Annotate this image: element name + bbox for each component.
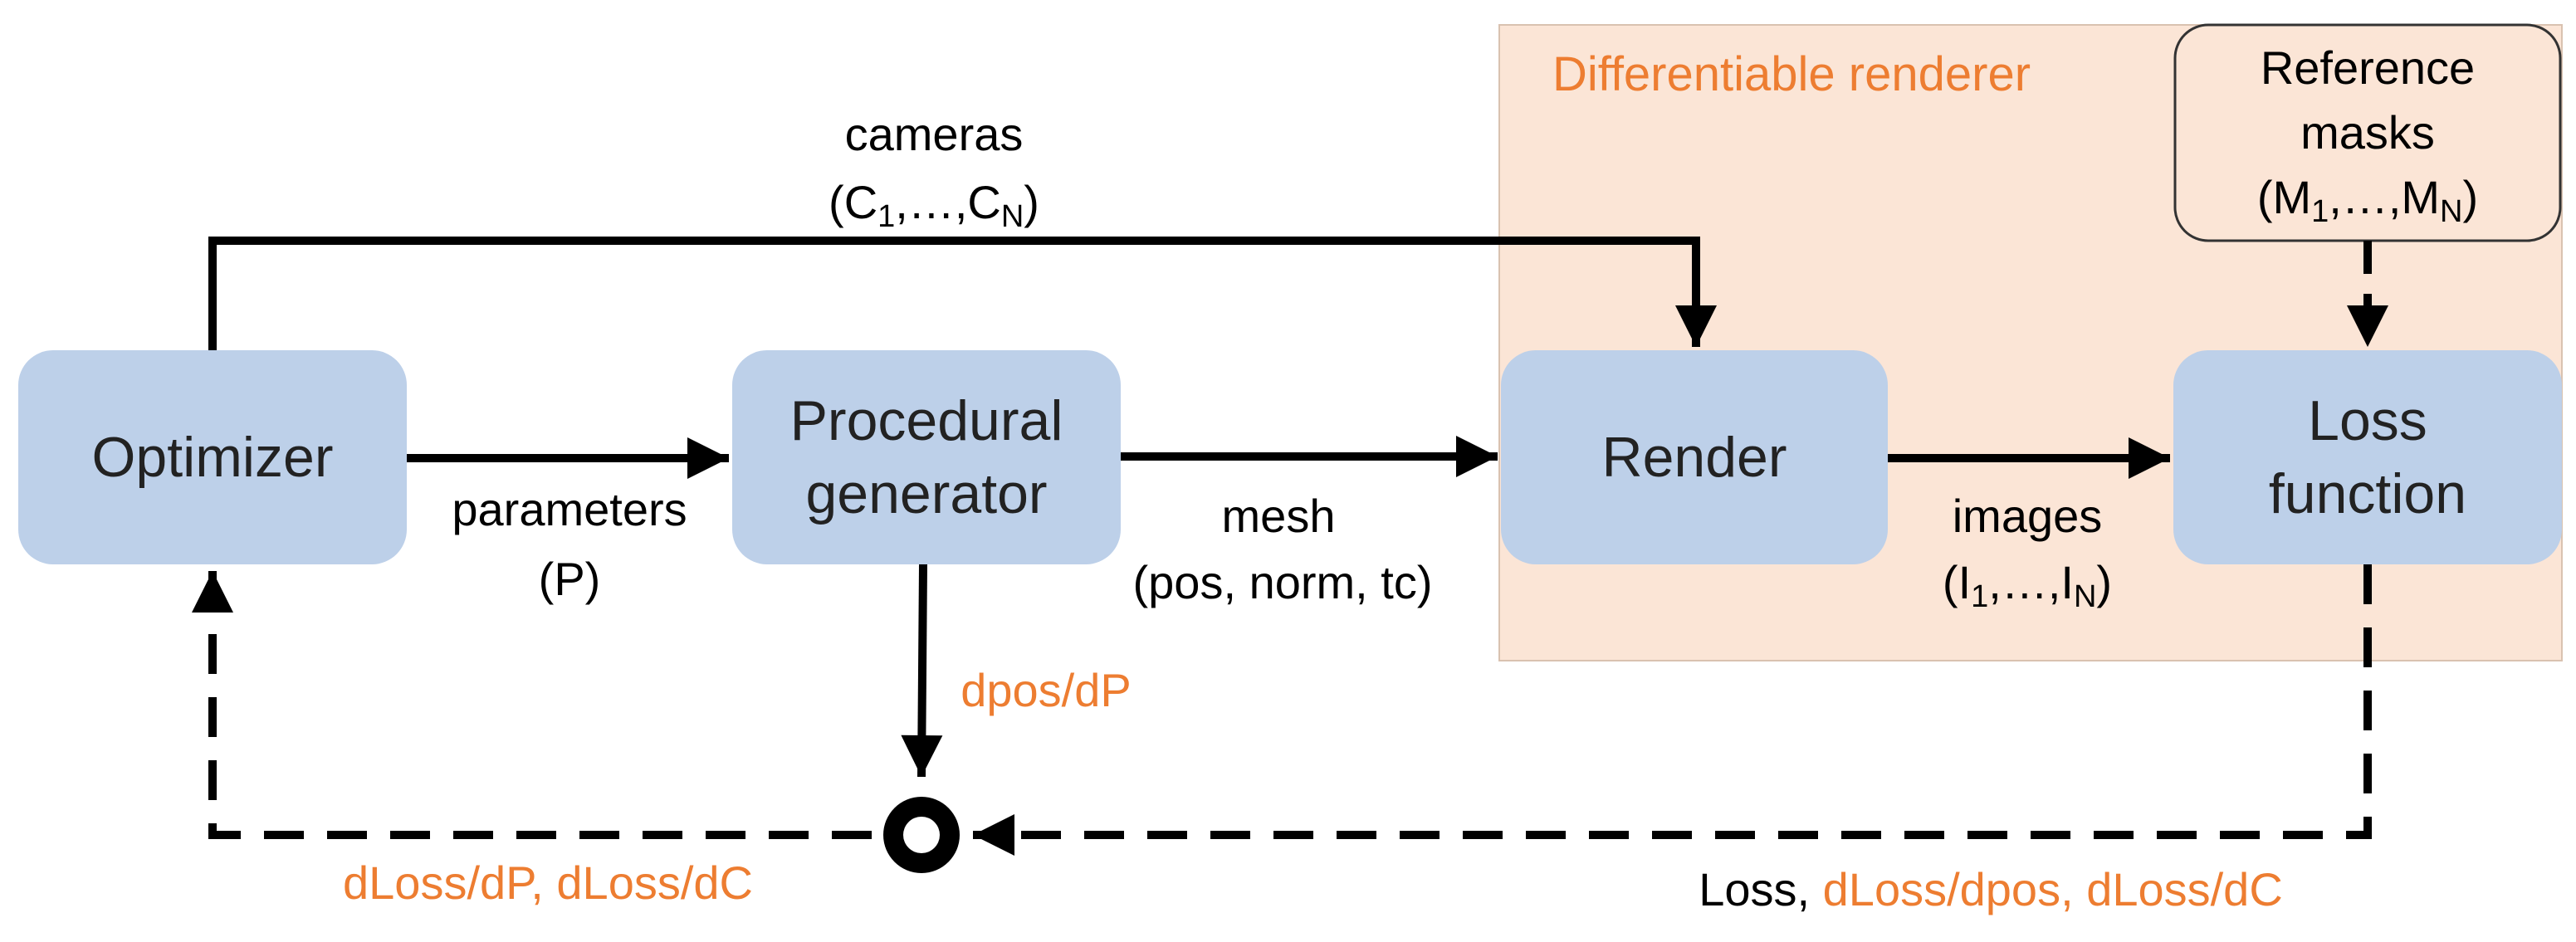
procedural-generator-label: Procedural generator [732,350,1121,564]
loss-function-box [2173,350,2562,564]
loss-function-line-1: Loss [2308,389,2427,452]
reference-masks-label: Reference masks (M1,…,MN) [2175,28,2560,237]
dpos-dp-label: dpos/dP [961,664,1132,716]
loss-output-gradients: dLoss/dpos, dLoss/dC [1822,863,2283,915]
optimizer-label: Optimizer [91,426,334,489]
loss-output-label: Loss, dLoss/dpos, dLoss/dC [1699,863,2283,916]
render-label: Render [1601,426,1787,489]
loss-output-loss: Loss, [1699,863,1811,915]
loss-feedback-arrow [973,564,2372,856]
cameras-set: (C1,…,CN) [829,176,1039,234]
loss-function-line-2: function [2268,462,2467,525]
procedural-generator-box [732,350,1121,564]
dpos-dp-arrow [901,564,943,778]
gradient-combine-node-hole [903,817,940,853]
cameras-label: cameras [844,108,1024,160]
render-box [1501,350,1888,564]
mesh-attributes: (pos, norm, tc) [1132,556,1433,608]
optimizer-box [18,350,407,564]
cameras-arrow [208,237,1717,350]
region-title: Differentiable renderer [1552,47,2031,101]
parameters-label: parameters [452,483,687,535]
procedural-generator-line-1: Procedural [789,389,1063,452]
reference-masks-set: (M1,…,MN) [2256,171,2479,229]
images-set: (I1,…,IN) [1942,556,2113,614]
reference-masks-line-1: Reference [2260,41,2476,94]
grad-to-optimizer-label: dLoss/dP, dLoss/dC [343,857,753,909]
loss-function-label: Loss function [2173,350,2562,564]
parameters-symbol: (P) [538,553,601,605]
procedural-generator-line-2: generator [805,462,1048,525]
mesh-label: mesh [1221,490,1336,542]
gradient-feedback-arrow [192,571,872,839]
reference-masks-line-2: masks [2300,106,2435,159]
images-label: images [1952,490,2103,542]
